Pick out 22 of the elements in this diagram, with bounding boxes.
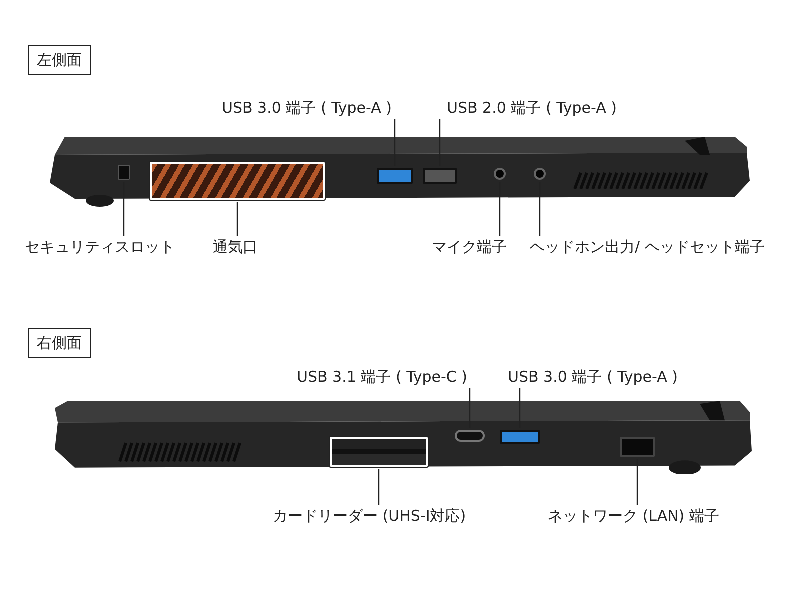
callout-label: セキュリティスロット [25,238,175,256]
callout-label: ネットワーク (LAN) 端子 [548,507,720,525]
vent-grille [150,162,325,200]
security-slot [118,165,130,180]
card-reader-slot [330,437,428,467]
callout-label: USB 3.0 端子 ( Type-A ) [508,368,678,386]
callout-label: USB 3.1 端子 ( Type-C ) [297,368,468,386]
usb-port [500,430,540,444]
ethernet-port [620,437,655,457]
callout-label: USB 3.0 端子 ( Type-A ) [222,99,392,117]
callout-label: 通気口 [213,238,258,256]
callout-label: USB 2.0 端子 ( Type-A ) [447,99,617,117]
callout-label: ヘッドホン出力/ ヘッドセット端子 [530,238,765,256]
usb-c-port [455,430,485,442]
usb-port [377,168,413,184]
leader-line [378,469,380,505]
leader-line [236,202,238,236]
usb-port [423,168,457,184]
callout-label: カードリーダー (UHS-I対応) [273,507,466,525]
callout-label: マイク端子 [432,238,507,256]
view-label: 左側面 [28,45,91,75]
view-label: 右側面 [28,328,91,358]
